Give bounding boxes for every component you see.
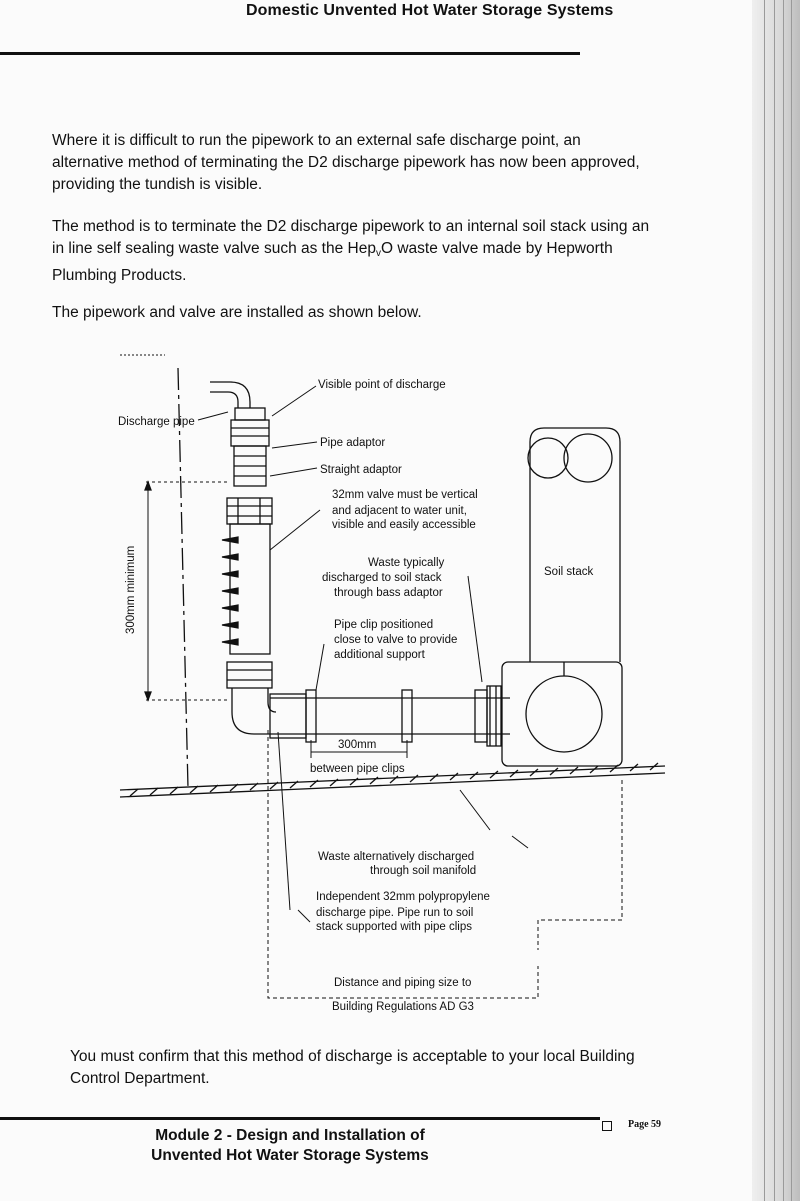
footer-rule: [0, 1117, 600, 1120]
paragraph-method-subscript: v: [375, 248, 381, 259]
stack-pipe-left: [527, 437, 569, 479]
soil-stack: [529, 427, 621, 662]
label-independent-1: Independent 32mm polypropylene: [316, 891, 490, 903]
discharge-elbow: [210, 381, 251, 408]
label-waste-typically-3: through bass adaptor: [334, 587, 443, 599]
footer-title-line-2: Unvented Hot Water Storage Systems: [151, 1147, 429, 1164]
label-clip-1: Pipe clip positioned: [334, 619, 433, 631]
label-valve-note-2: and adjacent to water unit,: [332, 505, 467, 517]
installation-diagram: Discharge pipe Visible point of discharg…: [110, 350, 670, 1020]
paragraph-method: The method is to terminate the D2 discha…: [52, 216, 652, 287]
label-clip-2: close to valve to provide: [334, 634, 457, 646]
label-waste-alt-2: through soil manifold: [370, 865, 476, 877]
valve-ribs: [221, 536, 239, 646]
label-clips-300mm: 300mm: [338, 739, 376, 751]
page-box-icon: [602, 1121, 612, 1131]
paragraph-installed: The pipework and valve are installed as …: [52, 304, 422, 321]
label-soil-stack: Soil stack: [544, 566, 593, 578]
label-discharge-pipe: Discharge pipe: [118, 416, 195, 428]
paragraph-method-text-1: The method is to terminate the D2 discha…: [52, 218, 650, 257]
label-distance-2: Building Regulations AD G3: [332, 1001, 474, 1013]
label-300mm-minimum: 300mm minimum: [125, 546, 137, 634]
valve-nut-bottom: [226, 661, 273, 689]
page-number: Page 59: [628, 1119, 662, 1130]
label-between-clips: between pipe clips: [310, 763, 405, 775]
pipe-adaptor-fitting: [230, 419, 270, 447]
paragraph-confirm: You must confirm that this method of dis…: [70, 1048, 635, 1087]
label-visible-point: Visible point of discharge: [318, 379, 446, 391]
label-distance-1: Distance and piping size to: [334, 977, 471, 989]
footer-title-line-1: Module 2 - Design and Installation of: [155, 1127, 425, 1144]
label-independent-3: stack supported with pipe clips: [316, 921, 472, 933]
label-independent-2: discharge pipe. Pipe run to soil: [316, 907, 473, 919]
wall-line: [177, 367, 189, 789]
label-valve-note-3: visible and easily accessible: [332, 519, 476, 531]
soil-manifold: [501, 661, 623, 767]
header-title: Domestic Unvented Hot Water Storage Syst…: [246, 2, 614, 19]
label-clip-3: additional support: [334, 649, 426, 661]
footer-module-title: Module 2 - Design and Installation of Un…: [120, 1126, 460, 1166]
paragraph-method-text-2: O waste valve made by Hepworth Plumbing …: [52, 240, 613, 284]
page-binding-edge: [752, 0, 800, 1201]
header-rule: [0, 52, 580, 55]
floor-line: [119, 762, 666, 798]
label-pipe-adaptor: Pipe adaptor: [320, 437, 385, 449]
label-waste-typically-2: discharged to soil stack: [322, 572, 442, 584]
manifold-port: [525, 675, 603, 753]
label-straight-adaptor: Straight adaptor: [320, 464, 402, 476]
label-valve-note-1: 32mm valve must be vertical: [332, 489, 478, 501]
label-waste-alt-1: Waste alternatively discharged: [318, 851, 474, 863]
paragraph-intro: Where it is difficult to run the pipewor…: [52, 132, 640, 193]
visible-point-fitting: [234, 407, 266, 421]
stack-pipe-right: [563, 433, 613, 483]
label-waste-typically-1: Waste typically: [368, 557, 445, 569]
horizontal-pipe: [270, 697, 510, 735]
valve-nut-top: [226, 497, 273, 525]
